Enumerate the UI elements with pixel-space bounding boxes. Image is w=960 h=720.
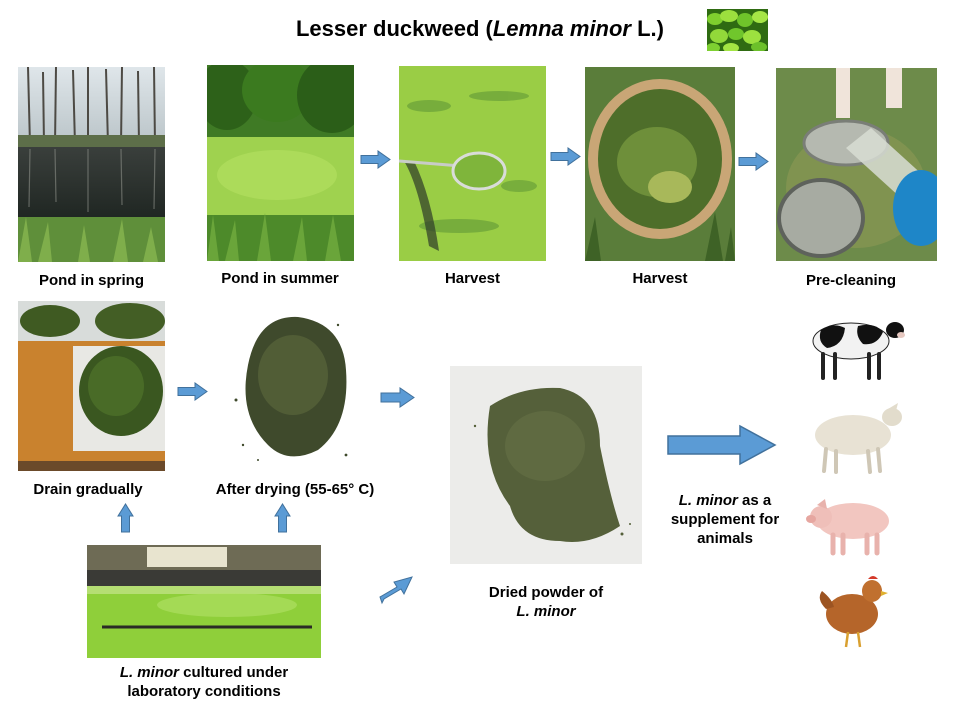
- arrow-lab-to-drain: [117, 503, 134, 533]
- label-pre-cleaning: Pre-cleaning: [805, 272, 897, 289]
- sheep-image: [808, 397, 908, 476]
- harvest-net-photo: [399, 66, 546, 261]
- supplement-text-line2: supplement for: [670, 511, 780, 528]
- chicken-image: [810, 569, 902, 652]
- arrow-drying-to-powder: [380, 387, 415, 408]
- powder-latin-name: L. minor: [516, 603, 576, 620]
- label-pond-summer: Pond in summer: [221, 270, 339, 287]
- pond-spring-photo: [18, 67, 165, 262]
- label-harvest-1: Harvest: [444, 270, 501, 287]
- lab-text-line1: cultured under: [178, 664, 289, 681]
- lab-text-line2: laboratory conditions: [127, 683, 281, 700]
- label-drain-gradually: Drain gradually: [33, 481, 143, 498]
- cow-image: [803, 308, 908, 384]
- drain-gradually-photo: [18, 301, 165, 471]
- arrow-harvest-to-harvest: [550, 147, 581, 166]
- label-lab-culture: L. minor cultured under laboratory condit…: [87, 663, 321, 701]
- laboratory-culture-photo: [87, 545, 321, 658]
- title-common-name: Lesser duckweed (: [295, 16, 493, 41]
- supplement-latin-name: L. minor: [678, 492, 738, 509]
- pre-cleaning-photo: [776, 68, 937, 261]
- pig-image: [803, 489, 908, 557]
- duckweed-thumbnail-image: [707, 9, 768, 51]
- arrow-summer-to-harvest: [360, 150, 391, 169]
- title-suffix: L.): [631, 16, 664, 41]
- arrow-harvest-to-precleaning: [738, 152, 769, 171]
- powder-text-line1: Dried powder of: [488, 584, 604, 601]
- supplement-text-line3: animals: [697, 530, 753, 547]
- label-harvest-2: Harvest: [632, 270, 688, 287]
- lab-latin-name: L. minor: [119, 664, 179, 681]
- after-drying-photo: [228, 305, 356, 470]
- arrow-powder-to-animals: [667, 424, 777, 466]
- supplement-text-line1: as a: [737, 492, 772, 509]
- title-latin-name: Lemna minor: [492, 16, 631, 41]
- diagram-title: Lesser duckweed (Lemna minor L.): [0, 16, 960, 42]
- pond-summer-photo: [207, 65, 354, 261]
- arrow-lab-to-drying: [274, 503, 291, 533]
- label-supplement: L. minor as a supplement for animals: [655, 491, 795, 548]
- harvest-sieve-photo: [585, 67, 735, 261]
- label-after-drying: After drying (55-65° C): [215, 481, 375, 498]
- label-dried-powder: Dried powder of L. minor: [450, 583, 642, 621]
- label-pond-spring: Pond in spring: [39, 272, 144, 289]
- dried-powder-photo: [450, 366, 642, 564]
- arrow-lab-to-powder: [379, 576, 413, 605]
- arrow-drain-to-drying: [177, 382, 208, 401]
